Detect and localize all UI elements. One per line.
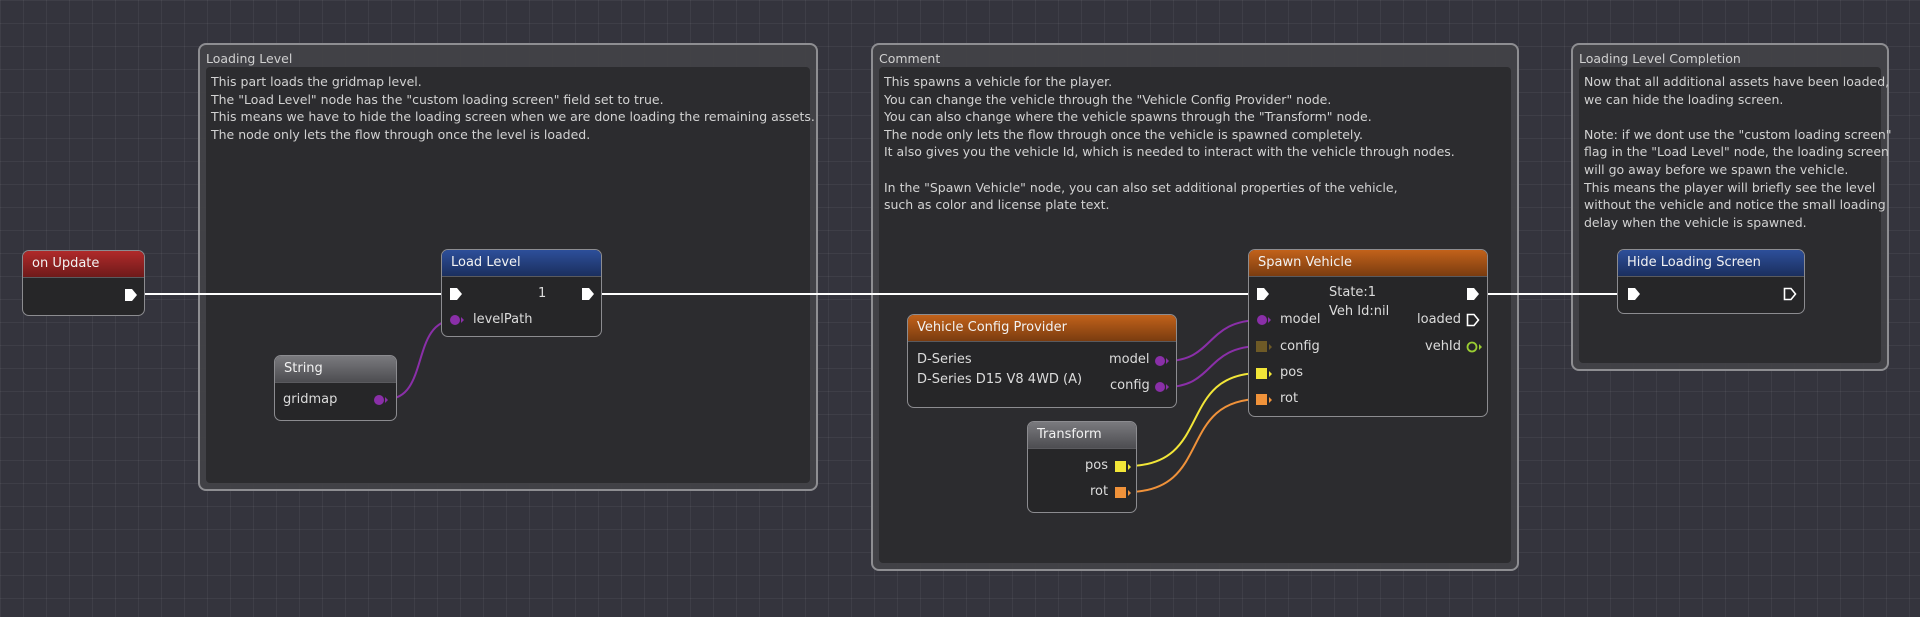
node-header: String — [275, 356, 396, 383]
number-out-pin[interactable] — [1466, 341, 1484, 353]
input-label-rot: rot — [1280, 391, 1299, 406]
node-header: on Update — [23, 251, 144, 278]
comment-line: This spawns a vehicle for the player. — [884, 74, 1113, 89]
comment-line: The node only lets the flow through once… — [211, 126, 591, 142]
vec3-out-pin[interactable] — [1115, 461, 1133, 473]
quat-in-pin[interactable] — [1256, 394, 1274, 406]
flow-out-pin[interactable] — [581, 287, 595, 301]
quat-out-pin[interactable] — [1115, 487, 1133, 499]
output-label-model: model — [1109, 352, 1150, 367]
comment-line: This means we have to hide the loading s… — [211, 109, 815, 125]
node-header: Hide Loading Screen — [1618, 250, 1804, 277]
comment-line: The node only lets the flow through once… — [884, 126, 1363, 142]
comment-line: Note: if we dont use the "custom loading… — [1584, 126, 1892, 142]
node-header: Vehicle Config Provider — [908, 315, 1176, 342]
string-in-pin[interactable] — [1256, 314, 1272, 326]
flow-in-pin[interactable] — [1256, 287, 1270, 301]
flow-in-pin[interactable] — [449, 287, 463, 301]
frame-comment-text: Now that all additional assets have been… — [1579, 67, 1892, 363]
config-value: D-Series D15 V8 4WD (A) — [917, 372, 1083, 387]
input-label-levelpath: levelPath — [473, 312, 533, 327]
comment-line: we can hide the loading screen. — [1584, 91, 1784, 107]
vehid-text: Veh Id:nil — [1329, 304, 1390, 319]
frame-comment-text: This part loads the gridmap level. The "… — [206, 67, 815, 483]
output-label-pos: pos — [1085, 458, 1108, 473]
output-label-vehid: vehId — [1425, 339, 1462, 354]
node-on-update[interactable]: on Update — [22, 250, 145, 316]
comment-blank-line — [884, 161, 1506, 179]
node-header: Transform — [1028, 422, 1136, 449]
comment-line: It also gives you the vehicle Id, which … — [884, 144, 1455, 160]
node-vehicle-config-provider[interactable]: Vehicle Config Provider D-Series model D… — [907, 314, 1177, 408]
comment-line: will go away before we spawn the vehicle… — [1584, 161, 1849, 177]
node-load-level[interactable]: Load Level 1 levelPath — [441, 249, 602, 337]
node-string[interactable]: String gridmap — [274, 355, 397, 421]
comment-line: You can change the vehicle through the "… — [884, 91, 1332, 107]
flow-value: 1 — [538, 286, 547, 301]
model-value: D-Series — [917, 352, 972, 367]
comment-line: delay when the vehicle is spawned. — [1584, 214, 1807, 230]
comment-blank-line — [1584, 108, 1876, 126]
comment-line: without the vehicle and notice the small… — [1584, 197, 1886, 213]
node-header: Spawn Vehicle — [1249, 250, 1487, 277]
comment-line: such as color and license plate text. — [884, 197, 1110, 213]
flow-out-pin-hollow[interactable] — [1783, 287, 1797, 301]
frame-title: Loading Level — [206, 51, 293, 66]
output-label-rot: rot — [1090, 484, 1109, 499]
flow-out-pin-hollow[interactable] — [1466, 313, 1480, 327]
output-label-config: config — [1110, 378, 1150, 393]
state-text: State:1 — [1329, 285, 1377, 300]
string-out-pin[interactable] — [1154, 381, 1170, 393]
comment-line: Now that all additional assets have been… — [1584, 74, 1890, 89]
node-header: Load Level — [442, 250, 601, 277]
flow-in-pin[interactable] — [1627, 287, 1641, 301]
frame-loading-level[interactable]: Loading Level This part loads the gridma… — [198, 43, 818, 491]
frame-loading-level-completion[interactable]: Loading Level Completion Now that all ad… — [1571, 43, 1892, 371]
input-label-model: model — [1280, 312, 1321, 327]
comment-line: In the "Spawn Vehicle" node, you can als… — [884, 179, 1398, 195]
comment-line: flag in the "Load Level" node, the loadi… — [1584, 144, 1889, 160]
flow-out-pin[interactable] — [1466, 287, 1480, 301]
output-label-loaded: loaded — [1417, 312, 1462, 327]
vec3-in-pin[interactable] — [1256, 368, 1274, 380]
comment-line: The "Load Level" node has the "custom lo… — [211, 91, 664, 107]
string-out-pin[interactable] — [1154, 355, 1170, 367]
flow-out-pin[interactable] — [124, 288, 138, 302]
input-label-pos: pos — [1280, 365, 1303, 380]
string-in-pin[interactable] — [449, 314, 465, 326]
frame-title: Comment — [879, 51, 941, 66]
node-spawn-vehicle[interactable]: Spawn Vehicle State:1 Veh Id:nil model l… — [1248, 249, 1488, 417]
string-out-pin[interactable] — [373, 394, 389, 406]
frame-title: Loading Level Completion — [1579, 51, 1741, 66]
node-hide-loading-screen[interactable]: Hide Loading Screen — [1617, 249, 1805, 314]
config-in-pin[interactable] — [1256, 341, 1274, 353]
comment-line: This part loads the gridmap level. — [211, 74, 422, 89]
comment-line: This means the player will briefly see t… — [1584, 179, 1876, 195]
string-value: gridmap — [283, 392, 338, 407]
node-transform[interactable]: Transform pos rot — [1027, 421, 1137, 513]
input-label-config: config — [1280, 339, 1320, 354]
comment-line: You can also change where the vehicle sp… — [884, 109, 1372, 125]
